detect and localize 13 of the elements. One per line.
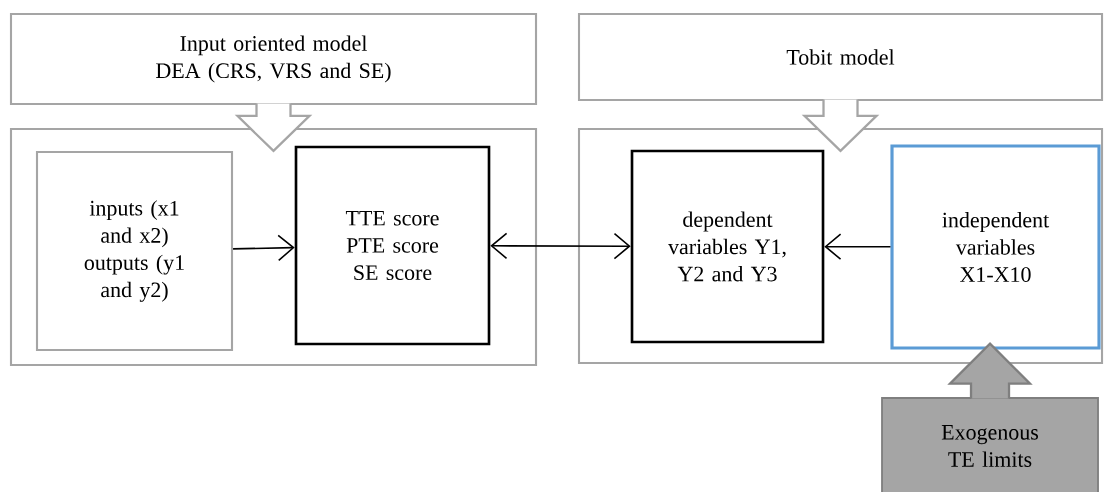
arrow [232, 234, 295, 262]
process-box: independent variables X1-X10 [890, 144, 1101, 350]
arrow [824, 233, 892, 260]
callout-box: Tobit model [577, 12, 1104, 102]
block-arrow [947, 341, 1033, 400]
block-arrow [801, 98, 880, 153]
arrow [490, 232, 631, 260]
process-box: Exogenous TE limits [881, 397, 1099, 492]
process-box: inputs (x1 and x2) outputs (y1 and y2) [35, 150, 234, 352]
process-box: dependent variables Y1, Y2 and Y3 [630, 149, 825, 344]
block-arrow [234, 102, 313, 153]
process-box: TTE score PTE score SE score [294, 145, 491, 346]
callout-box: Input oriented model DEA (CRS, VRS and SE) [9, 12, 538, 106]
